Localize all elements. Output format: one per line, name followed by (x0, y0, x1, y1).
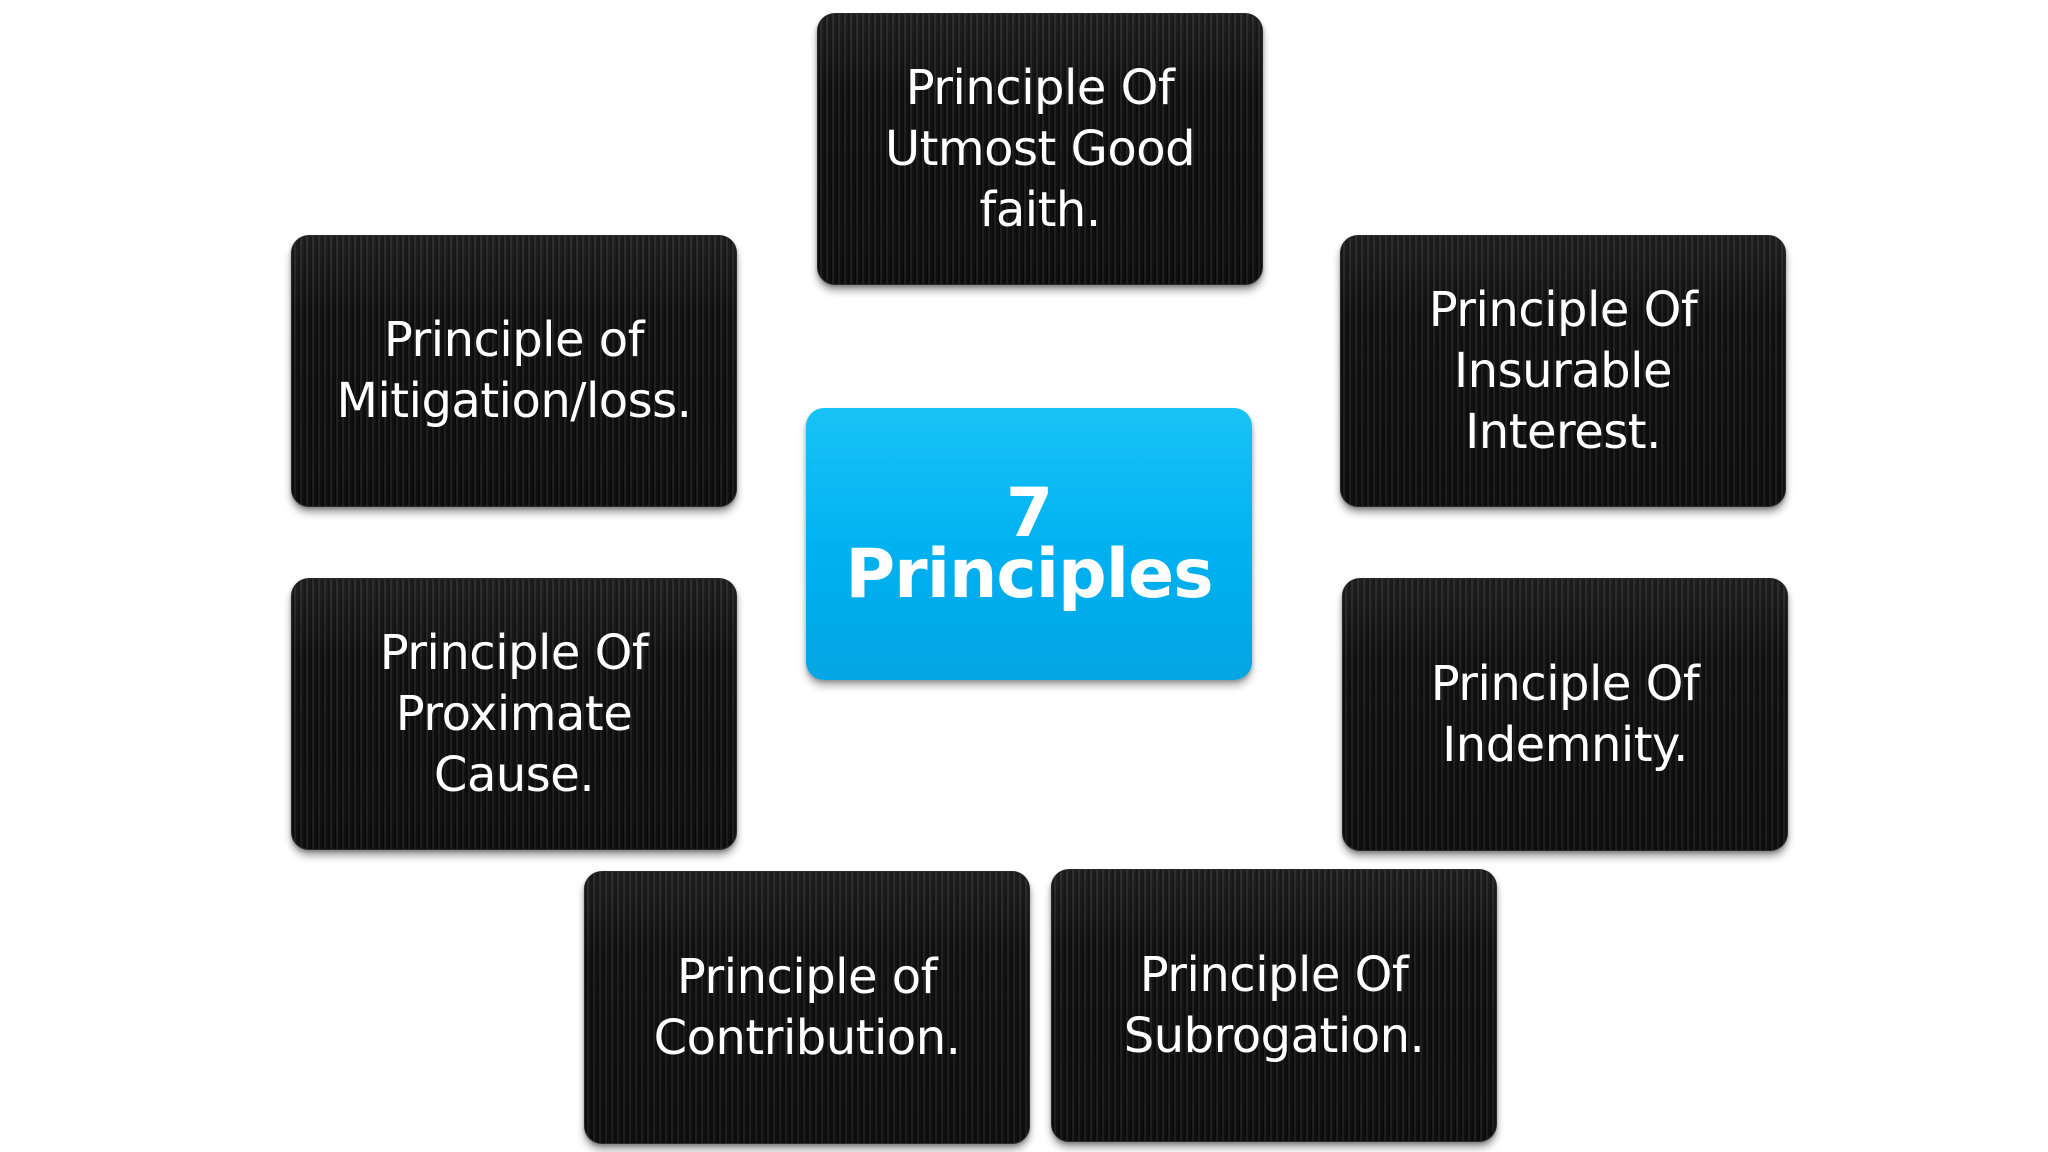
node-label: Principle Of Proximate Cause. (379, 624, 649, 803)
node-contribution: Principle of Contribution. (584, 871, 1030, 1144)
center-node-label: 7 Principles (845, 474, 1213, 614)
node-label: Principle Of Insurable Interest. (1428, 281, 1698, 460)
node-utmost-good-faith: Principle Of Utmost Good faith. (817, 13, 1263, 285)
node-insurable-interest: Principle Of Insurable Interest. (1340, 235, 1786, 507)
node-label: Principle Of Indemnity. (1430, 655, 1700, 773)
node-label: Principle Of Utmost Good faith. (884, 59, 1196, 238)
node-subrogation: Principle Of Subrogation. (1051, 869, 1497, 1142)
center-node: 7 Principles (806, 408, 1252, 680)
node-label: Principle of Contribution. (653, 948, 961, 1066)
node-proximate-cause: Principle Of Proximate Cause. (291, 578, 737, 850)
node-label: Principle of Mitigation/loss. (336, 312, 692, 429)
node-label: Principle Of Subrogation. (1123, 946, 1425, 1064)
node-mitigation-loss: Principle of Mitigation/loss. (291, 235, 737, 507)
node-indemnity: Principle Of Indemnity. (1342, 578, 1788, 851)
